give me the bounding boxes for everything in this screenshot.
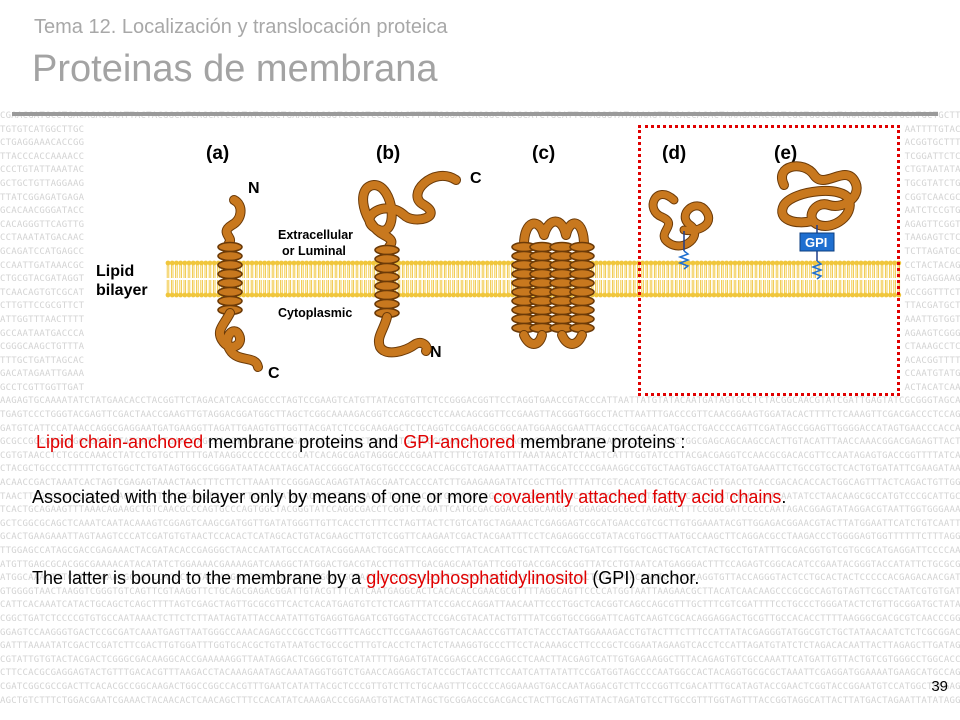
c-terminus-b: C: [470, 170, 482, 187]
gpi-label: GPI: [805, 235, 827, 250]
protein-e-gpi-anchored: [777, 161, 862, 280]
protein-c: [511, 216, 595, 349]
gpi-description: The latter is bound to the membrane by a…: [32, 567, 932, 590]
membrane-protein-figure: (a) (b) (c) (d) (e) Lipid bilayer Extrac…: [84, 125, 904, 390]
cytoplasmic-label: Cytoplasmic: [278, 306, 352, 320]
line2-text-b: .: [781, 487, 787, 507]
gpi-anchor-box: [799, 232, 835, 252]
lipid-anchored-highlight-box: [638, 125, 900, 396]
page-number: 39: [931, 678, 948, 695]
bilayer-label: bilayer: [96, 282, 148, 299]
panel-label-a: (a): [206, 143, 229, 164]
panel-label-d: (d): [662, 143, 686, 164]
lipid-chain-anchored-term: Lipid chain-anchored: [36, 432, 204, 452]
n-terminus-a: N: [248, 180, 260, 197]
panel-label-e: (e): [774, 143, 797, 164]
lipid-label: Lipid: [96, 263, 134, 280]
extracellular-label: Extracellular: [278, 228, 353, 242]
anchored-proteins-heading: Lipid chain-anchored membrane proteins a…: [36, 431, 936, 454]
panel-label-c: (c): [532, 143, 555, 164]
line3-text-b: (GPI) anchor.: [587, 568, 700, 588]
line3-text-a: The latter is bound to the membrane by a: [32, 568, 367, 588]
protein-a: [214, 195, 263, 372]
panel-label-b: (b): [376, 143, 400, 164]
gpi-anchored-term: GPI-anchored: [403, 432, 516, 452]
protein-d-lipid-anchored: [648, 190, 713, 270]
glycosylphosphatidylinositol-term: glycosylphosphatidylinositol: [366, 568, 588, 588]
association-description: Associated with the bilayer only by mean…: [32, 486, 922, 509]
line2-text-a: Associated with the bilayer only by mean…: [32, 487, 494, 507]
slide-subtitle: Tema 12. Localización y translocación pr…: [34, 16, 448, 38]
n-terminus-b: N: [430, 344, 442, 361]
line1-text-a: membrane proteins and: [203, 432, 404, 452]
header-divider: [12, 112, 938, 116]
luminal-label: or Luminal: [282, 244, 346, 258]
fatty-acid-term: covalently attached fatty acid chains: [493, 487, 782, 507]
c-terminus-a: C: [268, 365, 280, 382]
slide-title: Proteinas de membrana: [32, 48, 438, 90]
protein-b: [358, 170, 461, 358]
line1-text-b: membrane proteins :: [515, 432, 686, 452]
membrane-diagram: (a) (b) (c) (d) (e) Lipid bilayer Extrac…: [96, 143, 902, 382]
